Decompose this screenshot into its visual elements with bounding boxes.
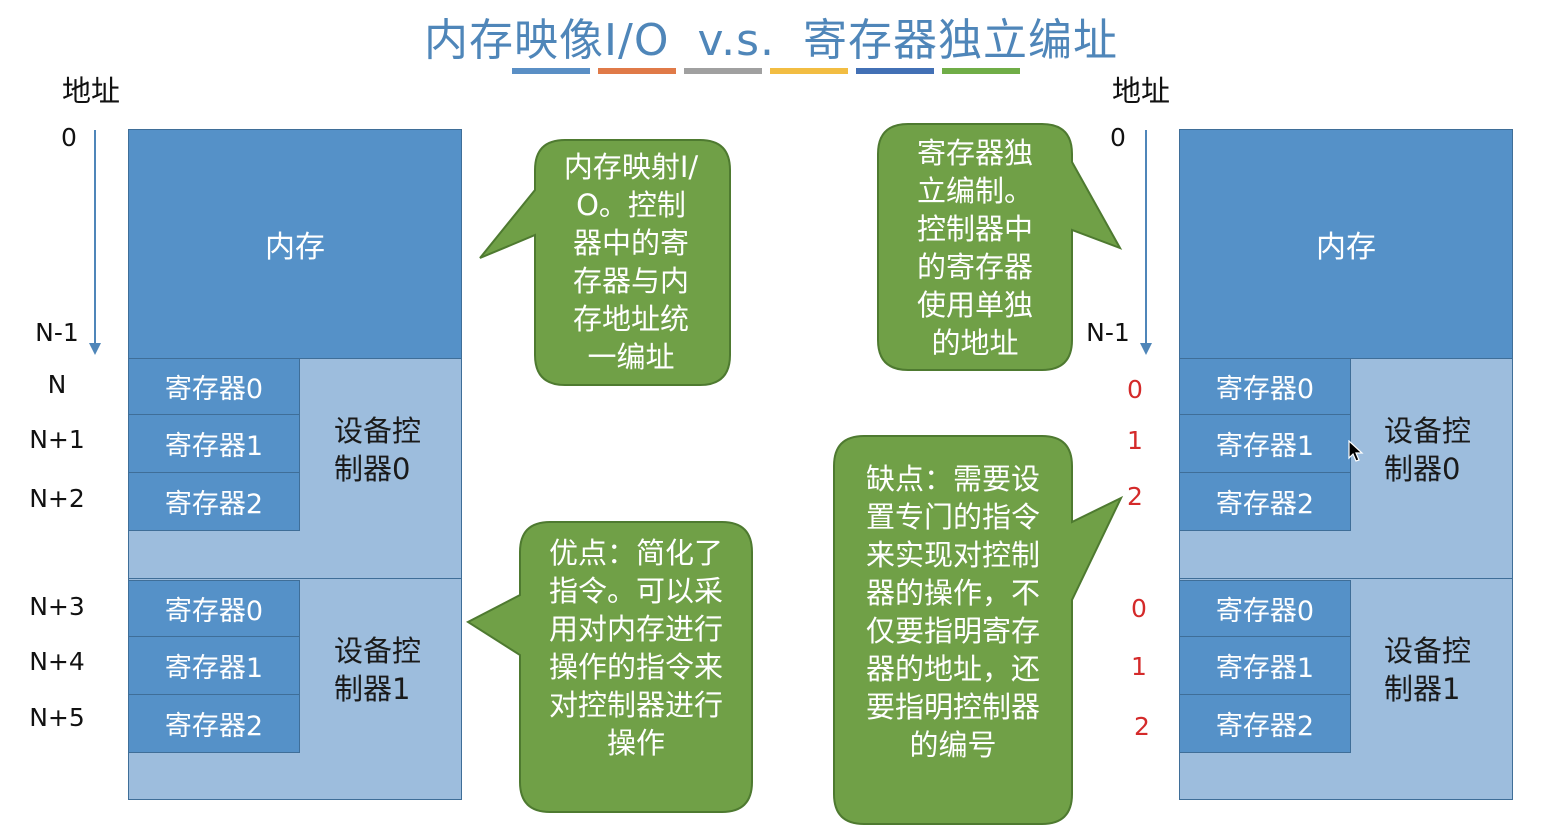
- left-controller-0-register: 寄存器0: [128, 358, 300, 415]
- left-controller-0-register: 寄存器2: [128, 472, 300, 531]
- right-register-index: 0: [1127, 375, 1143, 404]
- right-memory-block: 内存: [1179, 129, 1513, 359]
- page-title: 内存映像I/O v.s. 寄存器独立编址: [0, 4, 1542, 68]
- title-bar: [856, 68, 934, 74]
- left-memory-label: 内存: [265, 230, 325, 265]
- right-controller-0-register: 寄存器0: [1179, 358, 1351, 415]
- right-memory-label: 内存: [1316, 230, 1376, 265]
- right-controller-0-register: 寄存器1: [1179, 414, 1351, 473]
- mouse-cursor-icon: [1348, 440, 1364, 462]
- left-address-label: N+2: [29, 484, 85, 513]
- right-controller-0-label: 设备控制器0: [1384, 414, 1472, 486]
- right-register-index: 2: [1127, 482, 1143, 511]
- callout-advantage-shape: [465, 521, 753, 813]
- left-controller-1-label: 设备控制器1: [334, 634, 422, 706]
- left-address-label: N: [47, 370, 67, 399]
- title-color-bars: [512, 68, 1020, 74]
- right-controller-1-register: 寄存器1: [1179, 636, 1351, 695]
- callout-independent-shape: [877, 123, 1123, 371]
- title-bar: [684, 68, 762, 74]
- right-controller-1-register: 寄存器2: [1179, 694, 1351, 753]
- right-controller-1-register: 寄存器0: [1179, 580, 1351, 637]
- right-register-index: 0: [1131, 594, 1147, 623]
- right-address-header: 地址: [1112, 74, 1171, 108]
- left-address-label: N+4: [29, 647, 85, 676]
- right-register-index: 1: [1127, 426, 1143, 455]
- title-bar: [942, 68, 1020, 74]
- title-bar: [598, 68, 676, 74]
- left-address-label: N+3: [29, 592, 85, 621]
- title-bar: [512, 68, 590, 74]
- callout-advantage-text: 优点：简化了指令。可以采用对内存进行操作的指令来对控制器进行操作: [548, 536, 723, 760]
- left-controller-1-register: 寄存器2: [128, 694, 300, 753]
- left-address-label: N+1: [29, 425, 85, 454]
- title-bar: [770, 68, 848, 74]
- left-controller-0-label: 设备控制器0: [334, 414, 422, 486]
- title-right: 寄存器独立编址: [802, 15, 1118, 66]
- title-middle: v.s.: [697, 15, 775, 66]
- callout-memory-mapped-shape: [479, 139, 731, 386]
- right-address-top: 0: [1110, 123, 1126, 152]
- left-address-label: N+5: [29, 703, 85, 732]
- left-address-top: 0: [61, 123, 77, 152]
- right-register-index: 2: [1134, 712, 1150, 741]
- callout-disadvantage-text: 缺点：需要设置专门的指令来实现对控制器的操作，不仅要指明寄存器的地址，还要指明控…: [865, 462, 1040, 762]
- title-left: 内存映像I/O: [424, 15, 670, 66]
- right-address-bottom: N-1: [1086, 318, 1130, 347]
- callout-independent-text: 寄存器独立编制。控制器中的寄存器使用单独的地址: [916, 136, 1033, 360]
- right-controller-0-register: 寄存器2: [1179, 472, 1351, 531]
- left-controller-1-register: 寄存器0: [128, 580, 300, 637]
- left-address-header: 地址: [62, 74, 121, 108]
- callout-memory-mapped-text: 内存映射I/O。控制器中的寄存器与内存地址统一编址: [563, 150, 699, 374]
- left-controller-0-register: 寄存器1: [128, 414, 300, 473]
- right-register-index: 1: [1131, 652, 1147, 681]
- left-controller-1-register: 寄存器1: [128, 636, 300, 695]
- left-address-arrow-line: [94, 130, 96, 345]
- left-address-bottom: N-1: [35, 318, 79, 347]
- left-memory-block: 内存: [128, 129, 462, 359]
- right-controller-1-label: 设备控制器1: [1384, 634, 1472, 706]
- callout-disadvantage-shape: [833, 435, 1124, 825]
- right-address-arrow-head: [1140, 343, 1152, 355]
- left-address-arrow-head: [89, 343, 101, 355]
- right-address-arrow-line: [1145, 130, 1147, 345]
